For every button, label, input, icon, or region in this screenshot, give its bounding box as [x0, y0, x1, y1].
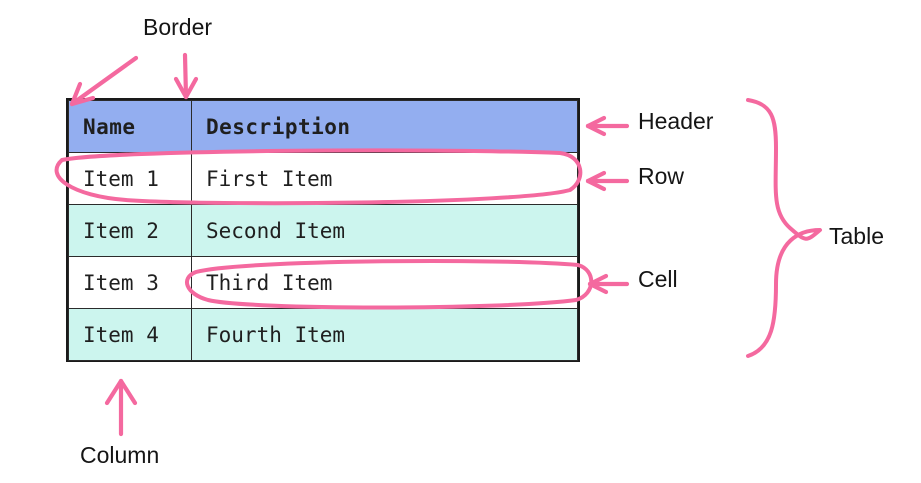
table-brace — [746, 98, 822, 358]
cell-description: Third Item — [191, 256, 578, 309]
cell-name: Item 4 — [68, 308, 192, 361]
annotation-label-table: Table — [829, 223, 884, 249]
table-header: Name Description — [68, 100, 578, 153]
annotation-label-border: Border — [143, 14, 213, 40]
cell-name: Item 1 — [68, 152, 192, 205]
border-arrow-divider — [173, 52, 199, 100]
header-arrow — [585, 115, 630, 137]
table-row: Item 4 Fourth Item — [68, 308, 578, 361]
cell-name: Item 3 — [68, 256, 192, 309]
demo-table: Name Description Item 1 First Item Item … — [68, 100, 578, 361]
table-row: Item 1 First Item — [68, 152, 578, 205]
row-arrow — [585, 170, 630, 192]
column-header-description: Description — [191, 100, 578, 153]
table-body: Item 1 First Item Item 2 Second Item Ite… — [68, 152, 578, 361]
annotation-label-column: Column — [80, 442, 160, 468]
column-arrow — [104, 378, 138, 437]
table-row: Item 3 Third Item — [68, 256, 578, 309]
demo-table-container: Name Description Item 1 First Item Item … — [66, 98, 580, 362]
annotation-label-cell: Cell — [638, 266, 678, 292]
table-row: Item 2 Second Item — [68, 204, 578, 257]
cell-arrow — [587, 273, 630, 295]
cell-description: Second Item — [191, 204, 578, 257]
annotation-label-row: Row — [638, 163, 685, 189]
annotation-label-header: Header — [638, 108, 714, 134]
cell-name: Item 2 — [68, 204, 192, 257]
cell-description: First Item — [191, 152, 578, 205]
header-row: Name Description — [68, 100, 578, 153]
column-header-name: Name — [68, 100, 192, 153]
cell-description: Fourth Item — [191, 308, 578, 361]
